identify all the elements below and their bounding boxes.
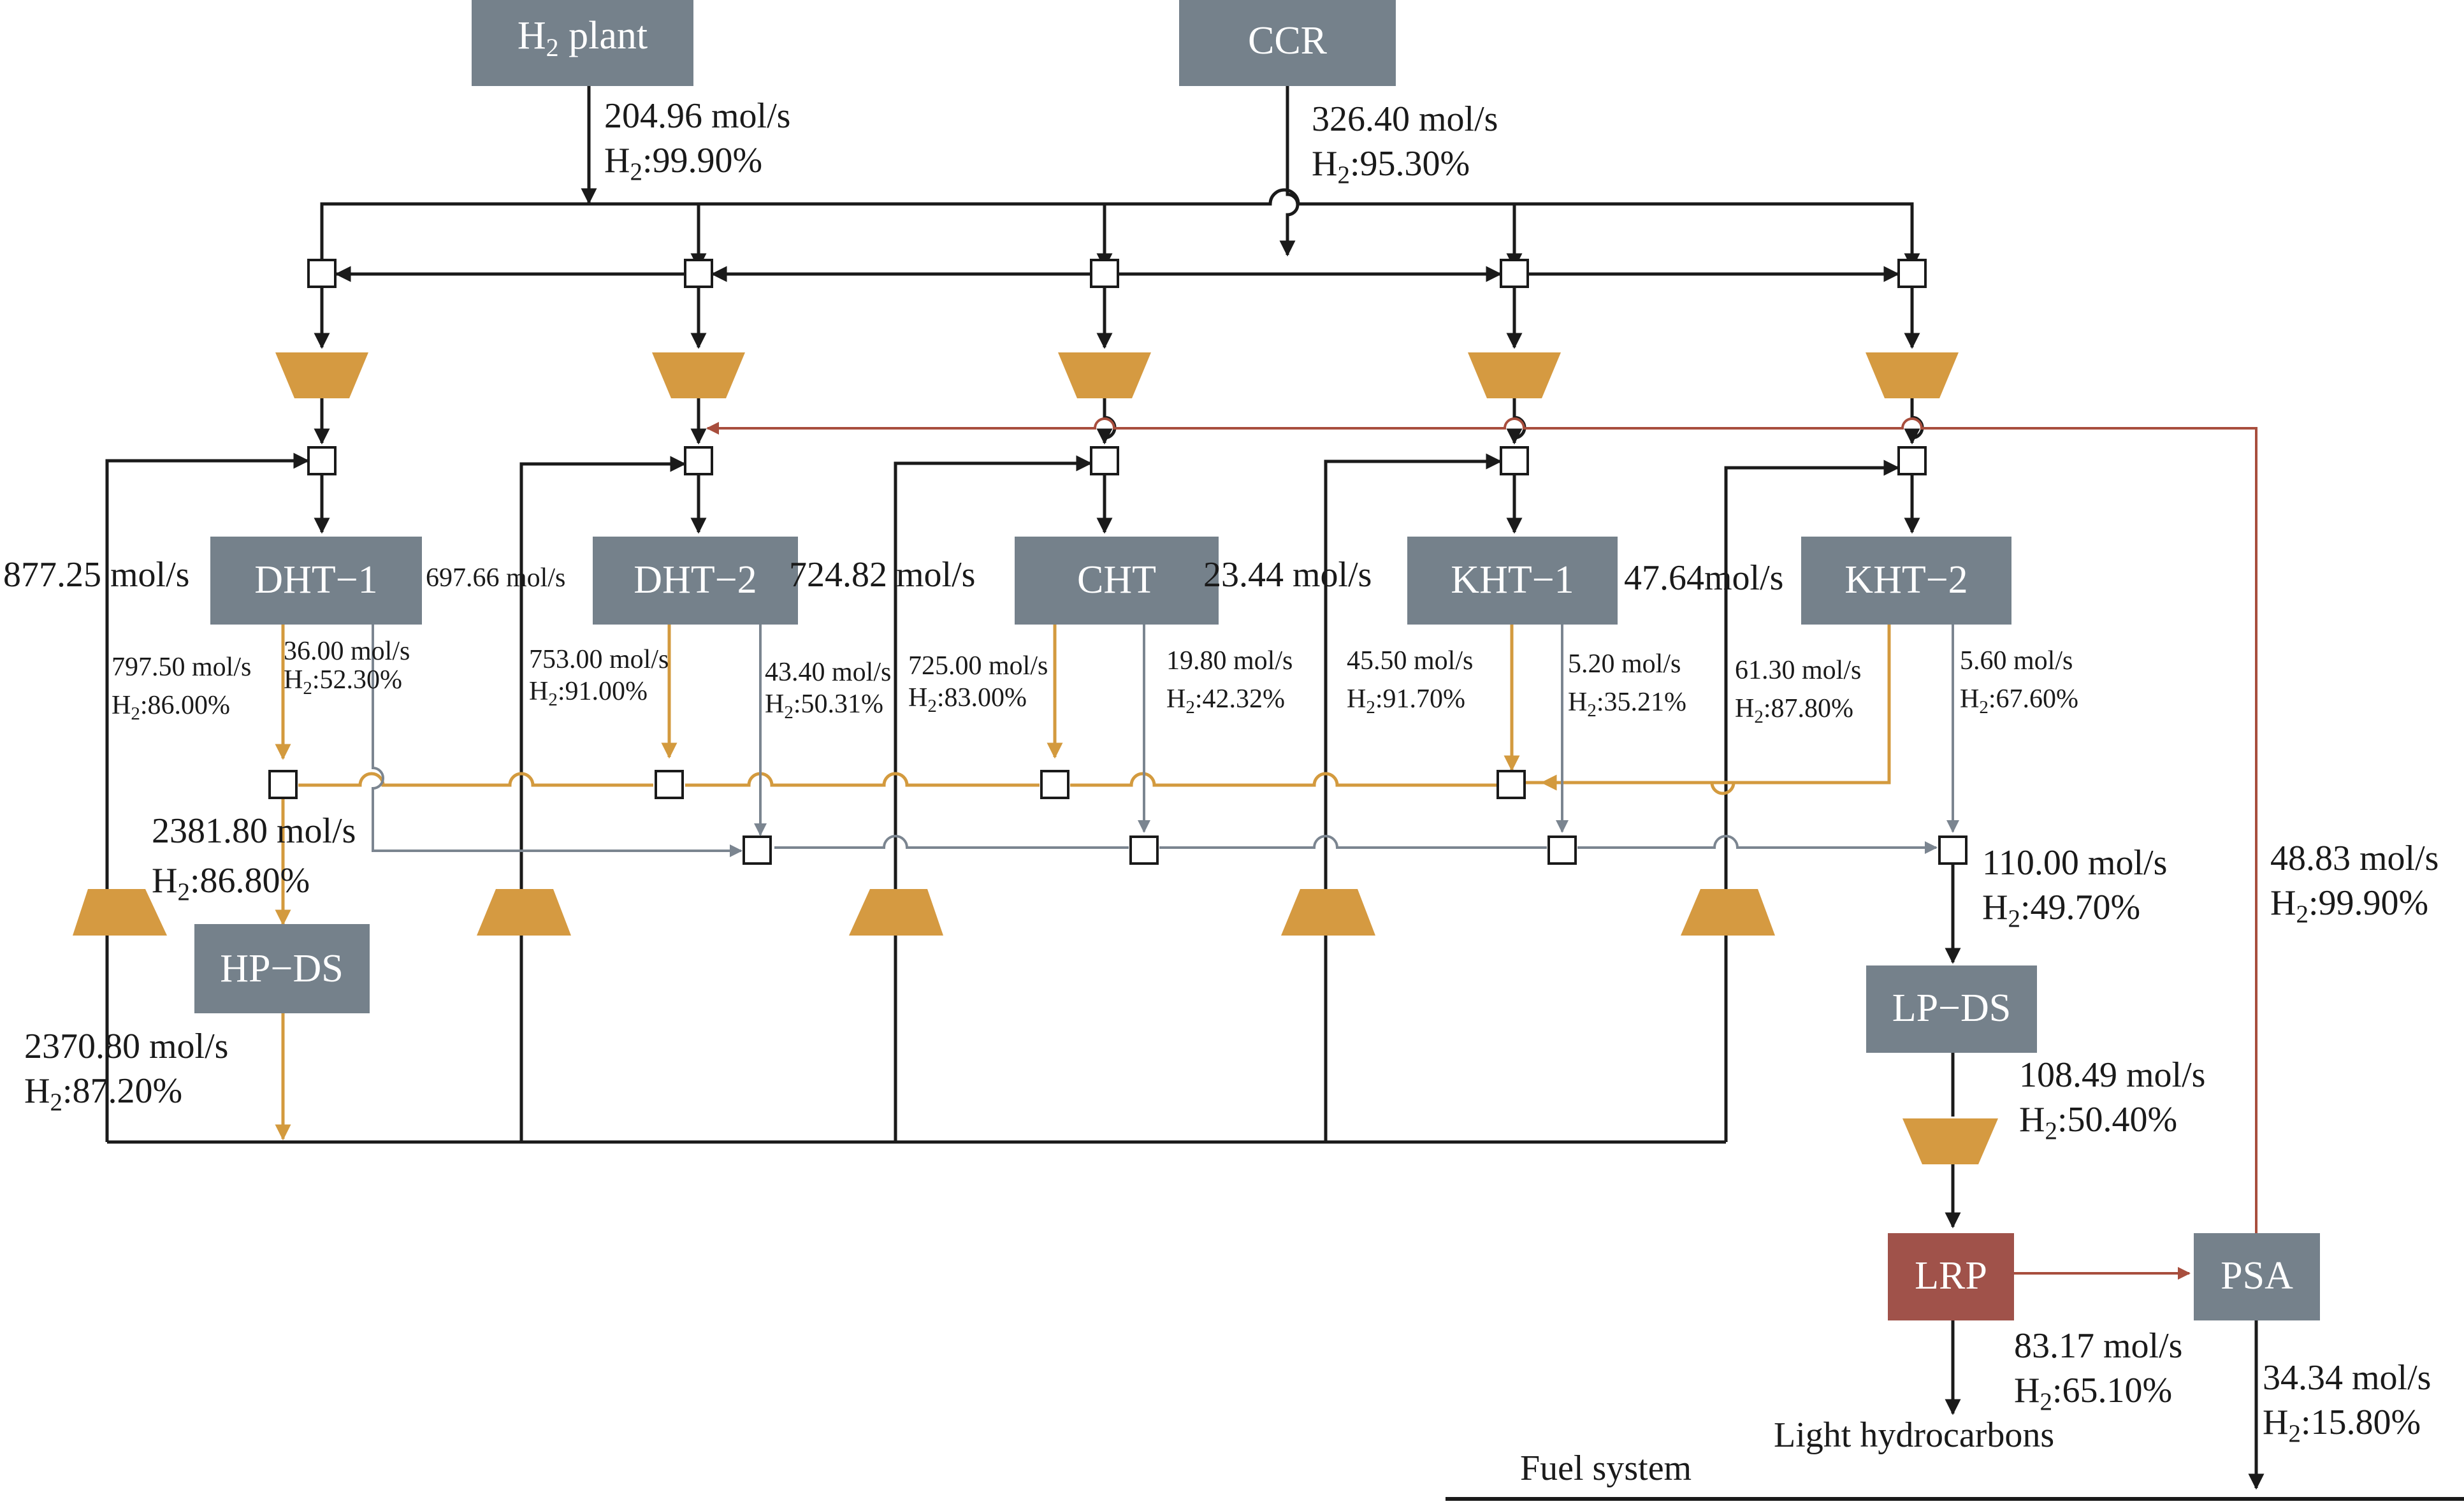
kht2-unit[interactable]: KHT−2 — [1801, 537, 2011, 625]
mixers — [268, 259, 1968, 865]
compressor-icon — [652, 352, 745, 398]
compressor-icon — [73, 889, 167, 936]
lpds-in-purity: H2:49.70% — [1982, 888, 2140, 932]
ccr-purity: H2:95.30% — [1312, 144, 1470, 189]
ccr-rate: 326.40 mol/s — [1312, 99, 1498, 139]
cht-hp-purity: H2:83.00% — [908, 683, 1027, 716]
recycle-dht2-rate: 697.66 mol/s — [426, 563, 565, 593]
lpds-out-purity: H2:50.40% — [2019, 1100, 2177, 1145]
lrp-psa-rate: 83.17 mol/s — [2014, 1326, 2182, 1366]
hpds-out-rate: 2370.80 mol/s — [24, 1027, 228, 1066]
lp-gas-streams — [372, 625, 1961, 964]
dht1-lp-purity: H2:52.30% — [284, 665, 402, 698]
hpds-unit[interactable]: HP−DS — [194, 924, 370, 1013]
kht2-lp-purity: H2:67.60% — [1960, 684, 2078, 718]
h2-plant-rate: 204.96 mol/s — [604, 96, 790, 136]
dht2-lp-rate: 43.40 mol/s — [765, 658, 891, 687]
psa-tail-purity: H2:15.80% — [2263, 1403, 2421, 1447]
compressor-icon — [849, 889, 943, 936]
lpds-unit[interactable]: LP−DS — [1866, 965, 2037, 1053]
dht1-hp-rate: 797.50 mol/s — [112, 653, 251, 682]
cht-unit[interactable]: CHT — [1015, 537, 1219, 625]
lrp-psa-purity: H2:65.10% — [2014, 1371, 2172, 1415]
recycle-compressors — [73, 889, 1775, 936]
light-hydrocarbons-label: Light hydrocarbons — [1774, 1415, 2054, 1455]
dht2-label: DHT−2 — [634, 558, 757, 602]
lpds-in-rate: 110.00 mol/s — [1982, 843, 2167, 883]
hpds-out-purity: H2:87.20% — [24, 1071, 182, 1116]
recycle-dht1-rate: 877.25 mol/s — [3, 555, 189, 595]
cht-lp-rate: 19.80 mol/s — [1166, 646, 1293, 676]
kht2-label: KHT−2 — [1844, 558, 1968, 602]
kht1-hp-purity: H2:91.70% — [1347, 684, 1465, 718]
kht1-lp-rate: 5.20 mol/s — [1568, 649, 1681, 679]
dht2-unit[interactable]: DHT−2 — [593, 537, 798, 625]
kht1-hp-rate: 45.50 mol/s — [1347, 646, 1473, 676]
kht2-hp-rate: 61.30 mol/s — [1735, 656, 1861, 685]
compressor-icon — [1866, 352, 1959, 398]
compressor-icon — [275, 352, 368, 398]
kht2-hp-purity: H2:87.80% — [1735, 694, 1853, 727]
h2-plant-label: H2 plant — [518, 14, 648, 62]
compressor-icon — [1468, 352, 1561, 398]
flow-annotations: 204.96 mol/s H2:99.90% 326.40 mol/s H2:9… — [3, 96, 2439, 1488]
psa-label: PSA — [2221, 1254, 2293, 1298]
cht-hp-rate: 725.00 mol/s — [908, 651, 1048, 681]
psa-tail-rate: 34.34 mol/s — [2263, 1358, 2431, 1398]
compressor-icon — [1281, 889, 1375, 936]
dht2-lp-purity: H2:50.31% — [765, 690, 883, 723]
hpds-in-purity: H2:86.80% — [152, 861, 310, 906]
make-up-compressors — [275, 352, 1959, 398]
feed-columns — [314, 287, 1924, 534]
compressor-icon — [1681, 889, 1775, 936]
h2-plant-unit[interactable]: H2 plant — [472, 0, 693, 86]
kht1-lp-purity: H2:35.21% — [1568, 688, 1686, 721]
lrp-label: LRP — [1915, 1254, 1987, 1298]
compressor-icon — [477, 889, 571, 936]
ccr-unit[interactable]: CCR — [1179, 0, 1396, 86]
kht2-lp-rate: 5.60 mol/s — [1960, 646, 2073, 676]
lrp-unit[interactable]: LRP — [1888, 1233, 2014, 1320]
hpds-in-rate: 2381.80 mol/s — [152, 811, 356, 851]
kht1-label: KHT−1 — [1451, 558, 1574, 602]
dht2-hp-rate: 753.00 mol/s — [529, 645, 669, 674]
psa-product-rate: 48.83 mol/s — [2270, 839, 2439, 878]
ccr-label: CCR — [1248, 19, 1328, 62]
dht2-hp-purity: H2:91.00% — [529, 677, 648, 710]
hp-gas-streams — [275, 625, 1891, 1141]
hpds-label: HP−DS — [220, 947, 343, 990]
recycle-kht1-rate: 23.44 mol/s — [1203, 555, 1372, 595]
psa-product-purity: H2:99.90% — [2270, 883, 2428, 928]
h2-plant-purity: H2:99.90% — [604, 141, 762, 185]
kht1-unit[interactable]: KHT−1 — [1407, 537, 1618, 625]
psa-unit[interactable]: PSA — [2194, 1233, 2320, 1320]
fuel-system-label: Fuel system — [1520, 1449, 1692, 1488]
recycle-cht-rate: 724.82 mol/s — [789, 555, 975, 595]
dht1-label: DHT−1 — [254, 558, 377, 602]
cht-label: CHT — [1077, 558, 1156, 602]
lpds-outlet — [1902, 1053, 1998, 1229]
fresh-hydrogen-header — [320, 86, 1920, 282]
outlets — [1446, 1320, 2464, 1501]
dht1-hp-purity: H2:86.00% — [112, 691, 230, 724]
recycle-kht2-rate: 47.64mol/s — [1624, 558, 1783, 598]
dht1-lp-rate: 36.00 mol/s — [284, 637, 410, 666]
cht-lp-purity: H2:42.32% — [1166, 684, 1285, 718]
compressor-icon — [1058, 352, 1151, 398]
lpds-label: LP−DS — [1892, 987, 2011, 1030]
dht1-unit[interactable]: DHT−1 — [210, 537, 422, 625]
lpds-out-rate: 108.49 mol/s — [2019, 1055, 2205, 1095]
psa-recycle — [706, 417, 2257, 1280]
compressor-icon — [1902, 1118, 1998, 1164]
